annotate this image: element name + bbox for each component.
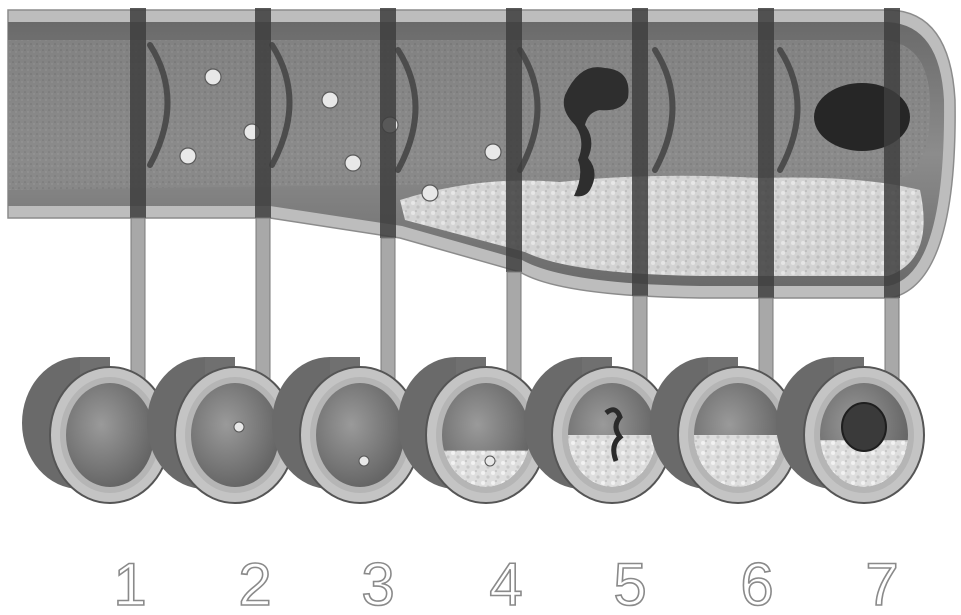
stage-divider (884, 8, 900, 298)
stage-divider (506, 8, 522, 272)
blood-cell (180, 148, 196, 164)
connector-post (256, 218, 270, 385)
cross-section-lumen (191, 383, 279, 487)
blood-cell (485, 144, 501, 160)
blood-cell (205, 69, 221, 85)
stage-divider (632, 8, 648, 296)
cross-section (776, 357, 924, 503)
stage-number-label: 3 (361, 551, 394, 615)
stage-divider (255, 8, 271, 218)
cross-section (272, 357, 420, 503)
stage-divider (380, 8, 396, 238)
stage-number-label: 7 (865, 551, 898, 615)
connector-post (131, 218, 145, 385)
cross-section-lumen (66, 383, 154, 487)
blood-cell (322, 92, 338, 108)
cross-section-cell (234, 422, 244, 432)
cross-section-cell (359, 456, 369, 466)
blood-cell (422, 185, 438, 201)
stage-number-label: 1 (113, 551, 146, 615)
cross-section (524, 357, 672, 503)
blood-cell (345, 155, 361, 171)
stage-number-label: 2 (238, 551, 271, 615)
artery-lumen (8, 40, 930, 190)
cross-section-cell (485, 456, 495, 466)
stage-number-label: 6 (740, 551, 773, 615)
cross-section (398, 357, 546, 503)
cross-section-occlusion (842, 403, 886, 451)
cross-section-lumen (316, 383, 404, 487)
stage-divider (130, 8, 146, 218)
stage-number-label: 4 (489, 551, 522, 615)
connector-post (507, 272, 521, 385)
connector-post (381, 238, 395, 385)
artery-longitudinal-section (8, 10, 955, 298)
stage-divider (758, 8, 774, 298)
stage-number-label: 5 (613, 551, 646, 615)
cross-section (650, 357, 798, 503)
